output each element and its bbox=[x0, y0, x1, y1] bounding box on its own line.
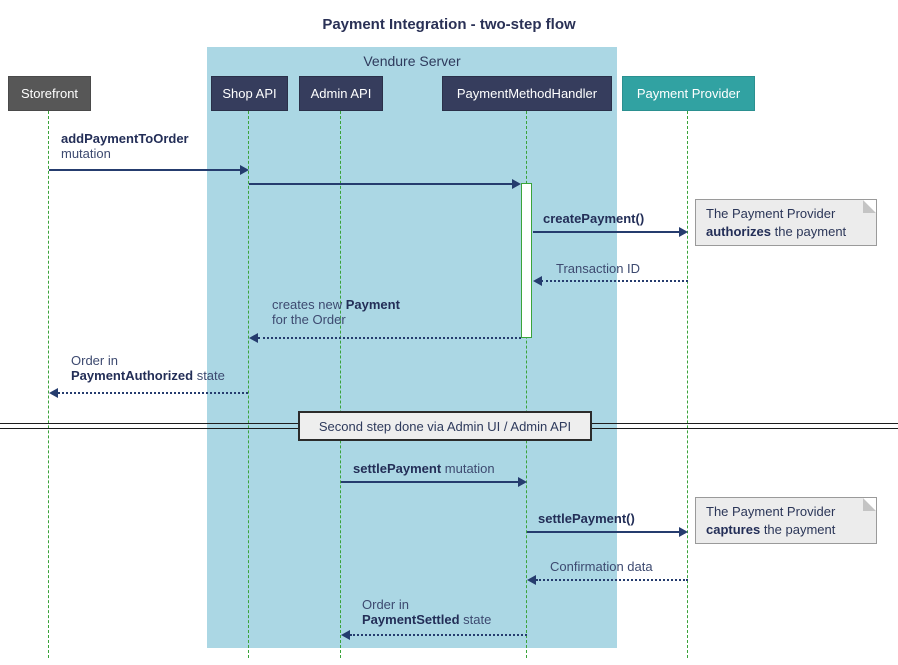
arrowhead-right-icon bbox=[518, 477, 527, 487]
message-arrow-creates-payment bbox=[258, 337, 521, 339]
divider-label: Second step done via Admin UI / Admin AP… bbox=[318, 418, 572, 434]
message-arrow-add-payment bbox=[49, 169, 242, 171]
participant-payment-provider: Payment Provider bbox=[622, 76, 755, 111]
activation-bar bbox=[521, 183, 532, 338]
message-arrow-settle-mutation bbox=[341, 481, 518, 483]
arrowhead-right-icon bbox=[240, 165, 249, 175]
message-arrow-transaction-id bbox=[541, 280, 688, 282]
participant-shop-api: Shop API bbox=[211, 76, 288, 111]
message-label-add-payment: addPaymentToOrder mutation bbox=[61, 131, 189, 161]
lifeline-storefront bbox=[48, 111, 49, 658]
message-label-order-settled: Order in PaymentSettled state bbox=[362, 597, 492, 627]
message-label-confirmation: Confirmation data bbox=[550, 559, 653, 574]
arrowhead-left-icon bbox=[527, 575, 536, 585]
arrowhead-left-icon bbox=[249, 333, 258, 343]
arrowhead-right-icon bbox=[679, 227, 688, 237]
message-arrow-settle-call bbox=[527, 531, 679, 533]
divider: Second step done via Admin UI / Admin AP… bbox=[298, 411, 592, 441]
message-arrow-confirmation bbox=[536, 579, 688, 581]
message-label-settle-mutation: settlePayment mutation bbox=[353, 461, 495, 476]
arrowhead-left-icon bbox=[49, 388, 58, 398]
participant-payment-method-handler: PaymentMethodHandler bbox=[442, 76, 612, 111]
message-arrow-create-payment bbox=[533, 231, 679, 233]
arrowhead-left-icon bbox=[533, 276, 542, 286]
message-arrow-forward-to-handler bbox=[249, 183, 513, 185]
diagram-title: Payment Integration - two-step flow bbox=[322, 16, 576, 33]
message-label-transaction-id: Transaction ID bbox=[556, 261, 641, 276]
message-label-order-authorized: Order in PaymentAuthorized state bbox=[71, 353, 225, 383]
lifeline-payment-provider bbox=[687, 111, 688, 658]
participant-storefront: Storefront bbox=[8, 76, 91, 111]
arrowhead-right-icon bbox=[512, 179, 521, 189]
message-label-settle-call: settlePayment() bbox=[538, 511, 635, 526]
vendure-server-label: Vendure Server bbox=[363, 53, 461, 69]
message-label-create-payment: createPayment() bbox=[543, 211, 645, 226]
message-arrow-order-settled bbox=[350, 634, 527, 636]
message-arrow-order-authorized bbox=[58, 392, 248, 394]
lifeline-admin-api bbox=[340, 111, 341, 658]
note-capture: The Payment Provider captures the paymen… bbox=[695, 497, 877, 544]
lifeline-shop-api bbox=[248, 111, 249, 658]
vendure-server-frame: Vendure Server bbox=[207, 47, 617, 648]
message-label-creates-payment: creates new Payment for the Order bbox=[272, 297, 400, 327]
arrowhead-left-icon bbox=[341, 630, 350, 640]
note-authorize: The Payment Provider authorizes the paym… bbox=[695, 199, 877, 246]
participant-admin-api: Admin API bbox=[299, 76, 383, 111]
lifeline-payment-method-handler bbox=[526, 111, 527, 658]
arrowhead-right-icon bbox=[679, 527, 688, 537]
